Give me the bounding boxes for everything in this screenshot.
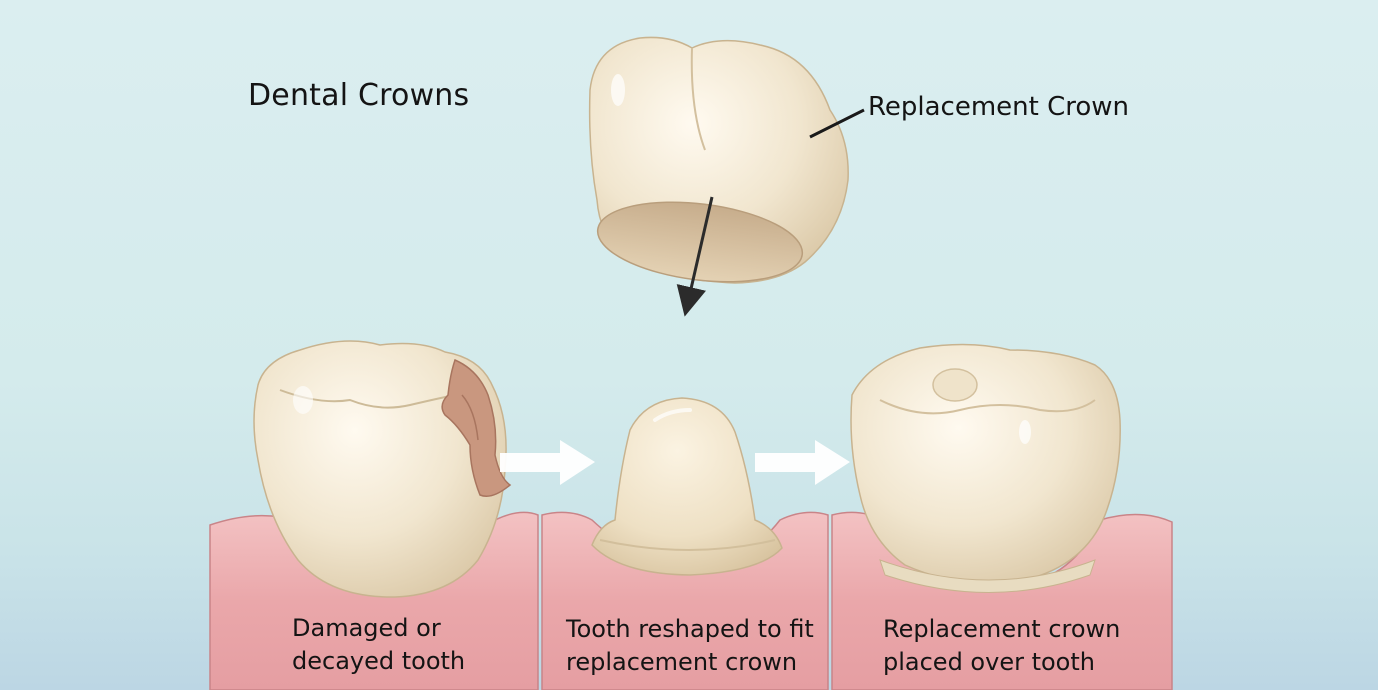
diagram-title: Dental Crowns xyxy=(248,78,470,113)
caption-damaged-tooth: Damaged or decayed tooth xyxy=(292,612,465,678)
reshaped-tooth xyxy=(591,397,783,576)
caption-line: Replacement crown xyxy=(883,615,1121,643)
caption-line: Damaged or xyxy=(292,614,441,642)
caption-line: decayed tooth xyxy=(292,647,466,675)
replacement-crown xyxy=(588,36,849,317)
caption-crowned-tooth: Replacement crown placed over tooth xyxy=(883,613,1120,679)
callout-leader xyxy=(809,108,865,139)
damaged-tooth xyxy=(253,340,512,598)
caption-line: placed over tooth xyxy=(883,648,1095,676)
crowned-tooth xyxy=(850,343,1121,593)
arrow-step-1-to-2 xyxy=(500,440,595,485)
arrow-step-2-to-3 xyxy=(755,440,850,485)
caption-line: Tooth reshaped to fit xyxy=(566,615,814,643)
replacement-crown-label: Replacement Crown xyxy=(868,92,1130,122)
caption-reshaped-tooth: Tooth reshaped to fit replacement crown xyxy=(566,613,814,679)
caption-line: replacement crown xyxy=(566,648,798,676)
